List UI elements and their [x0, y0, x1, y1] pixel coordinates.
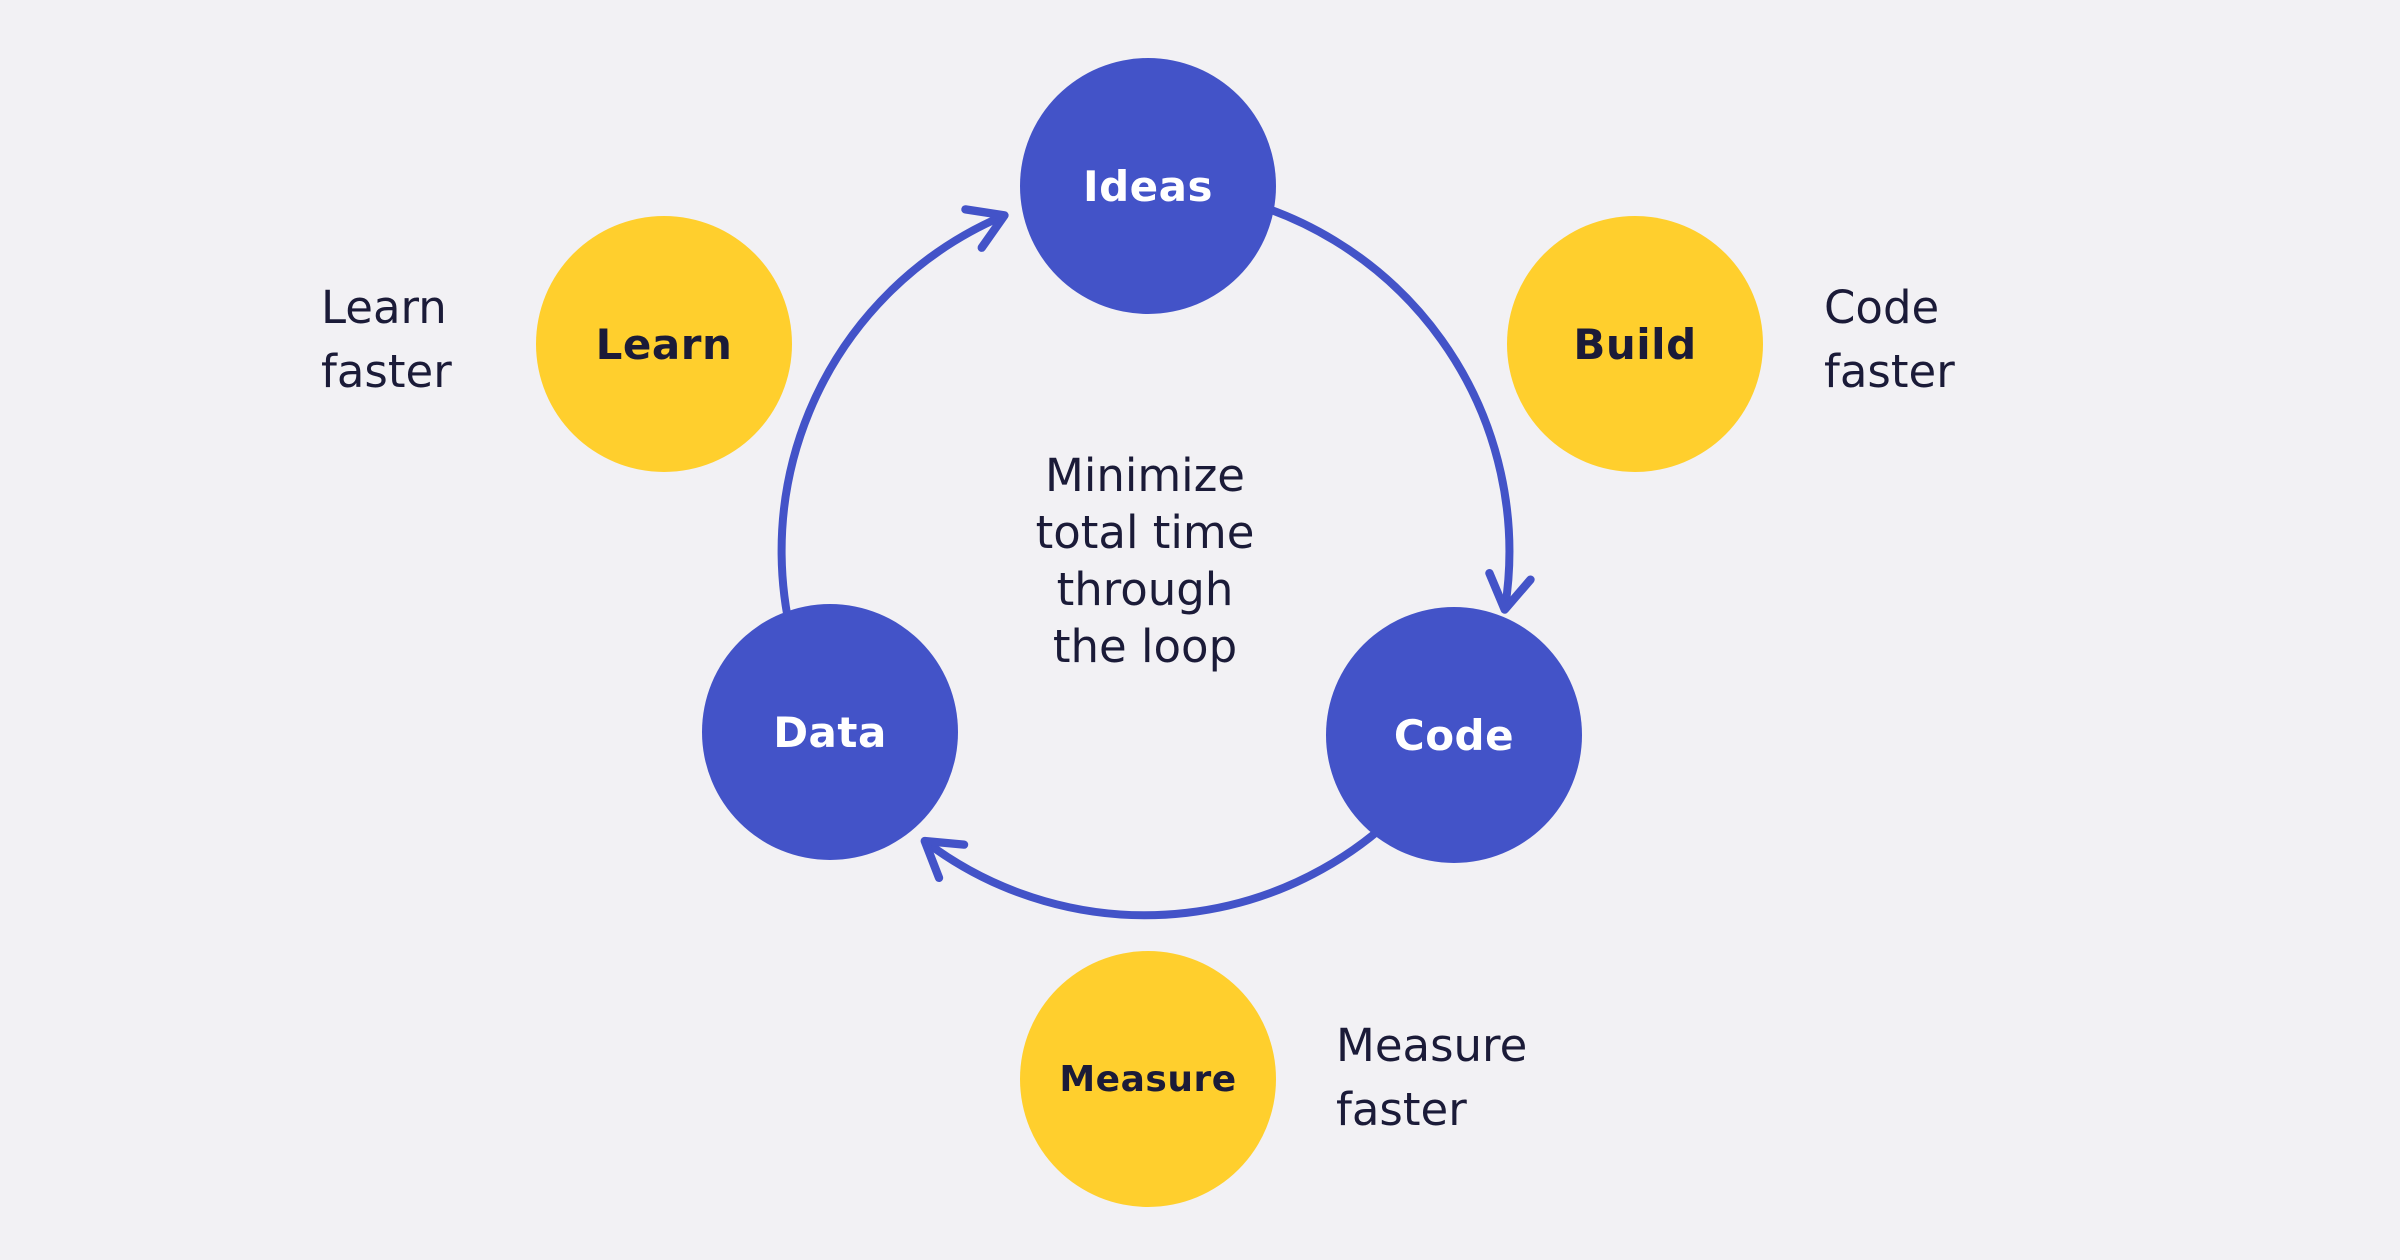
node-learn: Learn: [536, 216, 792, 472]
caption-measure-line2: faster: [1336, 1082, 1467, 1136]
node-learn-label: Learn: [595, 319, 733, 369]
caption-learn-line1: Learn: [321, 281, 447, 334]
node-code-label: Code: [1393, 710, 1515, 760]
node-code: Code: [1326, 607, 1582, 863]
center-message-line1: Minimize: [1045, 449, 1245, 502]
center-message-line3: through: [1056, 563, 1234, 617]
caption-build-line2: faster: [1824, 344, 1955, 398]
caption-measure-faster: Measure faster: [1336, 1014, 1527, 1142]
node-build: Build: [1507, 216, 1763, 472]
node-measure: Measure: [1020, 951, 1276, 1207]
node-ideas: Ideas: [1020, 58, 1276, 314]
node-measure-label: Measure: [1059, 1058, 1237, 1100]
caption-code-faster: Code faster: [1824, 276, 1955, 404]
arc-code-to-data-arrow: [920, 782, 1428, 920]
node-data-label: Data: [773, 707, 887, 757]
arc-data-to-ideas-arrow: [777, 205, 1009, 689]
caption-build-line1: Code: [1824, 281, 1940, 334]
center-message: Minimize total time through the loop: [885, 447, 1405, 676]
node-data: Data: [702, 604, 958, 860]
caption-learn-line2: faster: [321, 344, 452, 398]
caption-measure-line1: Measure: [1336, 1019, 1528, 1072]
center-message-line2: total time: [1035, 506, 1255, 560]
node-build-label: Build: [1573, 319, 1697, 369]
arc-ideas-to-code-arrow: [1207, 189, 1535, 614]
node-ideas-label: Ideas: [1082, 161, 1214, 211]
caption-learn-faster: Learn faster: [321, 276, 452, 404]
center-message-line4: the loop: [1052, 620, 1238, 674]
